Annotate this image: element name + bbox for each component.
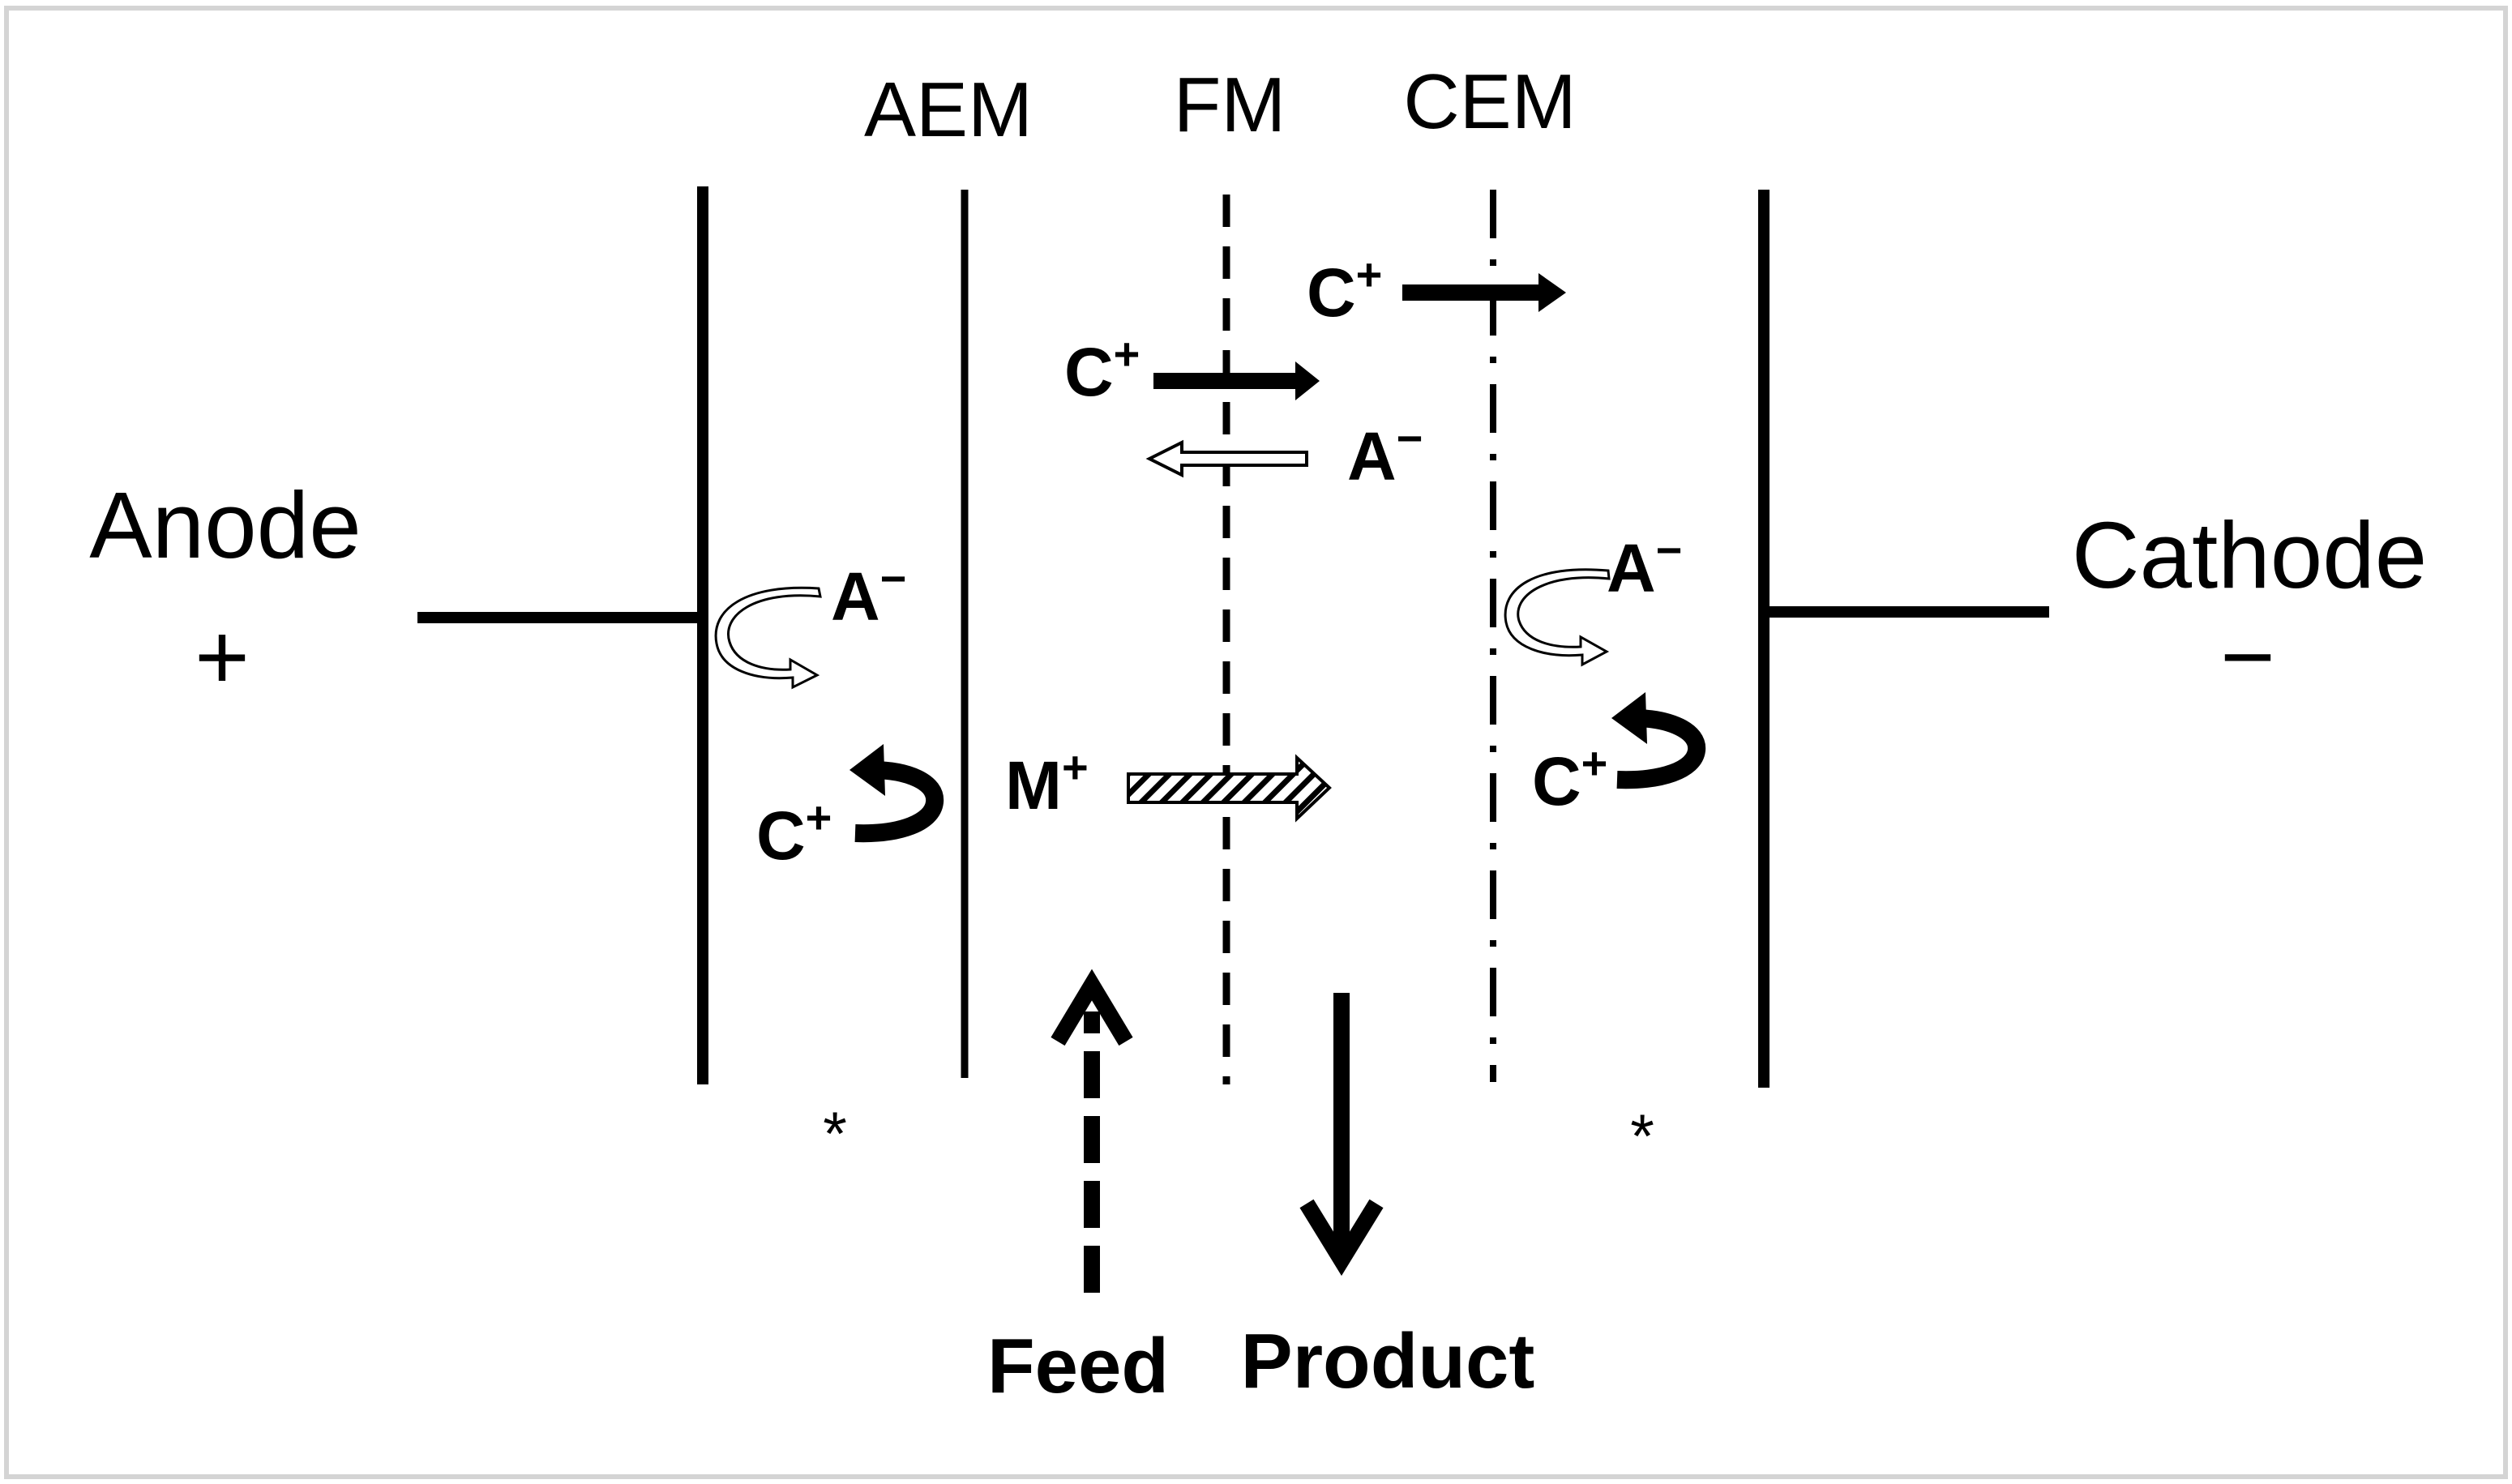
metal-arrow	[1127, 754, 1332, 823]
feed-label: Feed	[987, 1323, 1169, 1409]
anion-label-cathode: A−	[1607, 524, 1682, 606]
cathode-sign: −	[2220, 604, 2275, 709]
cathode-label: Cathode	[2072, 503, 2428, 608]
asterisk-anode: *	[823, 1100, 847, 1169]
cation-reflect-arrow-cathode	[1616, 709, 1706, 789]
feed-arrow-head	[1051, 969, 1133, 1046]
svg-text:A−: A−	[1347, 413, 1423, 494]
cation-reflect-arrow-anode	[854, 761, 944, 843]
cation-arrow-fm-head	[1295, 361, 1320, 400]
cation-arrow-cem-head	[1538, 273, 1566, 312]
anion-arrow-fm	[1145, 439, 1308, 478]
cation-reflect-arrow-anode-head	[849, 744, 885, 796]
cem-label: CEM	[1403, 58, 1576, 145]
anion-reflect-arrow-cathode	[1504, 568, 1611, 667]
svg-text:C+: C+	[1532, 738, 1607, 819]
svg-text:C+: C+	[1064, 328, 1140, 410]
cation-label-cem: C+	[1307, 249, 1382, 331]
svg-text:A−: A−	[1607, 524, 1682, 606]
product-label: Product	[1241, 1318, 1535, 1405]
anion-label-anode: A−	[831, 553, 906, 635]
anode-sign: +	[195, 604, 250, 709]
cation-label-anode: C+	[756, 792, 832, 874]
svg-text:M+: M+	[1005, 742, 1089, 823]
svg-text:C+: C+	[756, 792, 832, 874]
asterisk-cathode: *	[1630, 1102, 1654, 1171]
cation-label-cathode: C+	[1532, 738, 1607, 819]
figure-frame	[4, 6, 2508, 1479]
aem-label: AEM	[864, 66, 1033, 153]
cation-label-fm: C+	[1064, 328, 1140, 410]
metal-label: M+	[1005, 742, 1089, 823]
product-arrow-head	[1299, 1199, 1384, 1277]
cation-reflect-arrow-cathode-head	[1611, 692, 1647, 744]
anion-label-fm: A−	[1347, 413, 1423, 494]
svg-text:A−: A−	[831, 553, 906, 635]
fm-label: FM	[1174, 62, 1286, 148]
svg-text:C+: C+	[1307, 249, 1382, 331]
anode-label: Anode	[89, 473, 361, 578]
anion-reflect-arrow-anode	[714, 586, 822, 690]
